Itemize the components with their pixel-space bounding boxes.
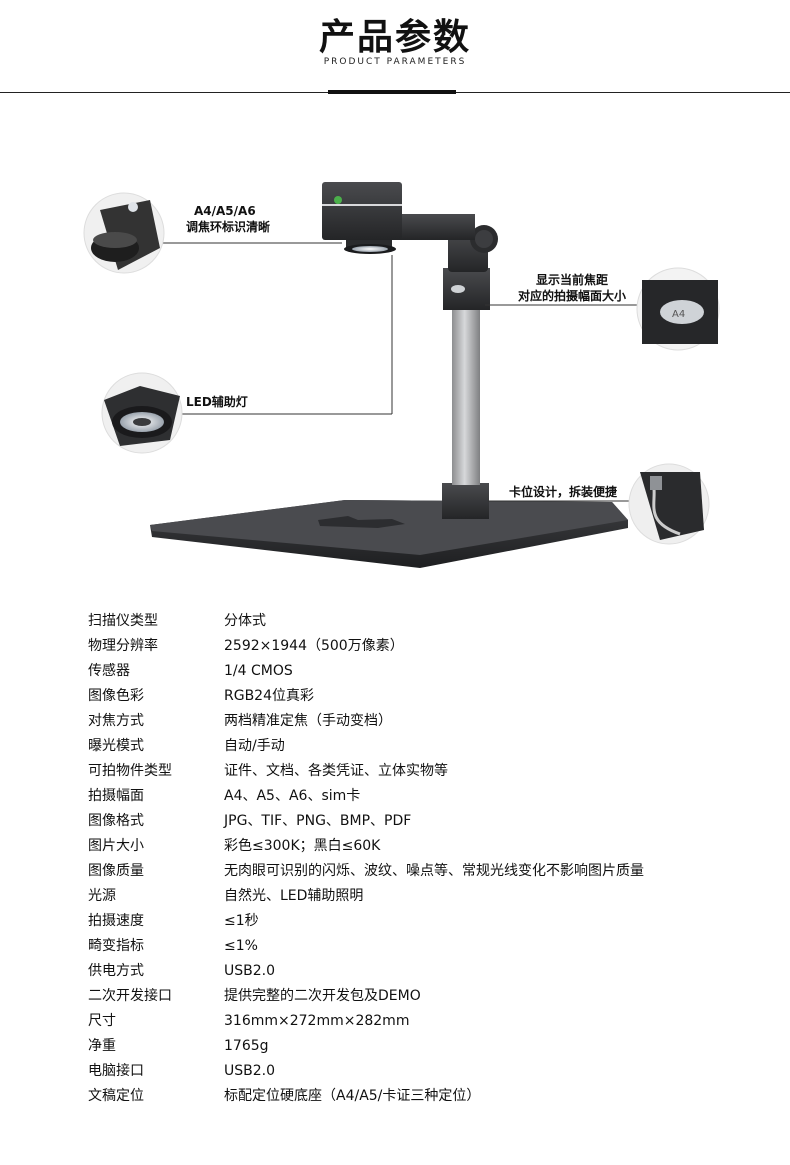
callout-lines: [160, 242, 638, 502]
callout-focus-indicator: 显示当前焦距 对应的拍摄幅面大小: [508, 272, 636, 304]
spec-row: 曝光模式 自动/手动: [88, 734, 768, 759]
spec-row: 图片大小 彩色≤300K；黑白≤60K: [88, 834, 768, 859]
spec-row: 扫描仪类型 分体式: [88, 609, 768, 634]
spec-label: 对焦方式: [88, 713, 144, 729]
spec-label: 畸变指标: [88, 938, 144, 954]
callout-clip-line1: 卡位设计，拆装便捷: [509, 485, 618, 499]
pole-foot: [442, 483, 489, 519]
spec-value: 自动/手动: [224, 738, 285, 754]
spec-value: 标配定位硬底座（A4/A5/卡证三种定位）: [224, 1088, 481, 1104]
callout-focus-ring-line2: 调焦环标识清晰: [186, 220, 271, 234]
spec-value: 两档精准定焦（手动变档）: [224, 713, 392, 729]
spec-value: USB2.0: [224, 1063, 276, 1079]
spec-label: 光源: [88, 888, 116, 904]
spec-row: 图像质量 无肉眼可识别的闪烁、波纹、噪点等、常规光线变化不影响图片质量: [88, 859, 768, 884]
scanner-arm: [395, 214, 475, 240]
spec-value: RGB24位真彩: [224, 688, 314, 704]
spec-row: 二次开发接口 提供完整的二次开发包及DEMO: [88, 984, 768, 1009]
spec-row: 文稿定位 标配定位硬底座（A4/A5/卡证三种定位）: [88, 1084, 768, 1109]
spec-value: ≤1秒: [224, 913, 259, 929]
callout-focus-indicator-line2: 对应的拍摄幅面大小: [517, 289, 626, 303]
spec-value: 提供完整的二次开发包及DEMO: [224, 988, 421, 1004]
spec-row: 电脑接口 USB2.0: [88, 1059, 768, 1084]
page-header: 产品参数 PRODUCT PARAMETERS: [0, 0, 790, 100]
detail-focus-indicator: A4: [636, 267, 720, 351]
spec-table: 扫描仪类型 分体式 物理分辨率 2592×1944（500万像素） 传感器 1/4 C…: [88, 609, 768, 1109]
spec-row: 净重 1765g: [88, 1034, 768, 1059]
spec-label: 尺寸: [88, 1013, 116, 1029]
spec-row: 拍摄速度 ≤1秒: [88, 909, 768, 934]
spec-value: 分体式: [224, 613, 266, 629]
spec-row: 尺寸 316mm×272mm×282mm: [88, 1009, 768, 1034]
spec-value: ≤1%: [224, 938, 258, 954]
spec-label: 图像质量: [88, 863, 144, 879]
detail-clip: [628, 463, 710, 545]
spec-value: 彩色≤300K；黑白≤60K: [224, 838, 381, 854]
spec-value: 2592×1944（500万像素）: [224, 638, 404, 654]
callout-led-line1: LED辅助灯: [186, 395, 248, 409]
scanner-pole: [452, 305, 480, 485]
spec-value: 无肉眼可识别的闪烁、波纹、噪点等、常规光线变化不影响图片质量: [224, 863, 644, 879]
callout-focus-ring: A4/A5/A6 调焦环标识清晰: [186, 203, 270, 235]
spec-row: 供电方式 USB2.0: [88, 959, 768, 984]
spec-row: 对焦方式 两档精准定焦（手动变档）: [88, 709, 768, 734]
spec-label: 扫描仪类型: [88, 613, 158, 629]
spec-row: 物理分辨率 2592×1944（500万像素）: [88, 634, 768, 659]
spec-value: USB2.0: [224, 963, 276, 979]
detail-focus-ring: [83, 192, 165, 274]
product-illustration: A4 A4/A5/A6 调焦环标识清晰 显示当前焦距 对应的拍摄幅面大小 LED…: [0, 100, 790, 590]
spec-label: 可拍物件类型: [88, 763, 172, 779]
camera-head: [322, 182, 402, 254]
spec-label: 拍摄速度: [88, 913, 144, 929]
spec-value: 1765g: [224, 1038, 269, 1054]
page-subtitle: PRODUCT PARAMETERS: [323, 57, 467, 67]
spec-row: 图像色彩 RGB24位真彩: [88, 684, 768, 709]
spec-value: 自然光、LED辅助照明: [224, 888, 364, 904]
spec-label: 拍摄幅面: [88, 788, 144, 804]
spec-row: 拍摄幅面 A4、A5、A6、sim卡: [88, 784, 768, 809]
spec-label: 净重: [88, 1038, 116, 1054]
detail-led-light: [101, 372, 183, 454]
spec-label: 二次开发接口: [88, 988, 172, 1004]
header-divider-accent: [328, 90, 456, 94]
spec-row: 畸变指标 ≤1%: [88, 934, 768, 959]
page-title: 产品参数: [318, 17, 471, 58]
focus-indicator-block: [443, 268, 490, 310]
callout-clip: 卡位设计，拆装便捷: [509, 484, 617, 500]
spec-label: 图像格式: [88, 813, 144, 829]
spec-label: 图片大小: [88, 838, 144, 854]
spec-row: 光源 自然光、LED辅助照明: [88, 884, 768, 909]
spec-label: 物理分辨率: [88, 638, 158, 654]
scanner-base: [150, 500, 628, 568]
callout-focus-indicator-line1: 显示当前焦距: [535, 273, 608, 287]
spec-value: 证件、文档、各类凭证、立体实物等: [224, 763, 448, 779]
spec-value: A4、A5、A6、sim卡: [224, 788, 361, 804]
spec-value: 316mm×272mm×282mm: [224, 1013, 410, 1029]
a4-label: A4: [672, 309, 685, 320]
spec-label: 图像色彩: [88, 688, 144, 704]
spec-label: 文稿定位: [88, 1088, 144, 1104]
callout-focus-ring-line1: A4/A5/A6: [194, 204, 256, 218]
spec-row: 传感器 1/4 CMOS: [88, 659, 768, 684]
spec-row: 图像格式 JPG、TIF、PNG、BMP、PDF: [88, 809, 768, 834]
spec-label: 电脑接口: [88, 1063, 144, 1079]
spec-value: 1/4 CMOS: [224, 663, 293, 679]
callout-led: LED辅助灯: [186, 394, 248, 410]
spec-label: 传感器: [88, 663, 130, 679]
spec-value: JPG、TIF、PNG、BMP、PDF: [224, 813, 412, 829]
spec-label: 曝光模式: [88, 738, 144, 754]
spec-row: 可拍物件类型 证件、文档、各类凭证、立体实物等: [88, 759, 768, 784]
spec-label: 供电方式: [88, 963, 144, 979]
scanner-image: A4: [83, 182, 720, 568]
